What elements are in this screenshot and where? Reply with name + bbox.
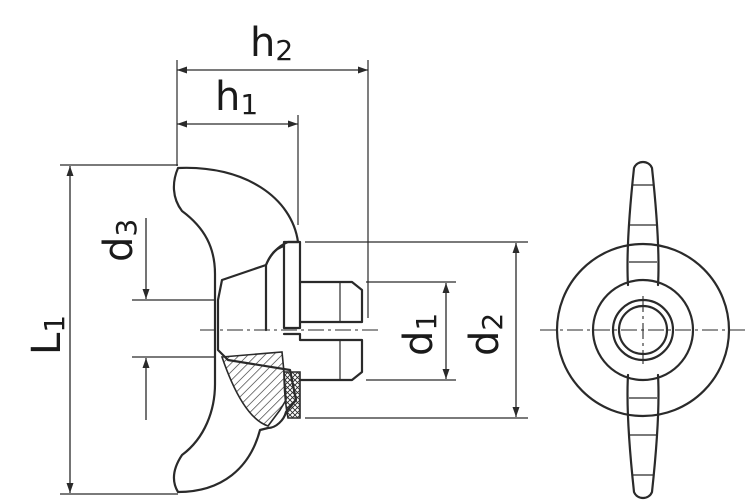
front-lower-wing-ridge — [629, 397, 657, 476]
collar-outline — [282, 240, 302, 330]
side-view: h2 h1 L1 d3 d1 d2 — [24, 20, 528, 495]
label-d2: d2 — [462, 313, 509, 356]
hatched-body-section — [220, 351, 287, 427]
insert-outline — [264, 244, 286, 332]
front-view — [540, 160, 745, 500]
stud-outline — [298, 280, 364, 324]
label-l1: L1 — [24, 315, 71, 355]
front-upper-wing-ridge — [629, 184, 657, 263]
front-lower-wing — [626, 373, 660, 500]
label-d1: d1 — [396, 313, 443, 356]
label-h2: h2 — [250, 20, 293, 67]
front-hub-outer-circle — [591, 278, 695, 382]
label-d3: d3 — [96, 219, 143, 262]
front-upper-wing — [626, 160, 660, 287]
crosshatched-insert-section — [283, 371, 301, 419]
label-h1: h1 — [215, 74, 258, 121]
stud-section-outline — [282, 332, 364, 382]
